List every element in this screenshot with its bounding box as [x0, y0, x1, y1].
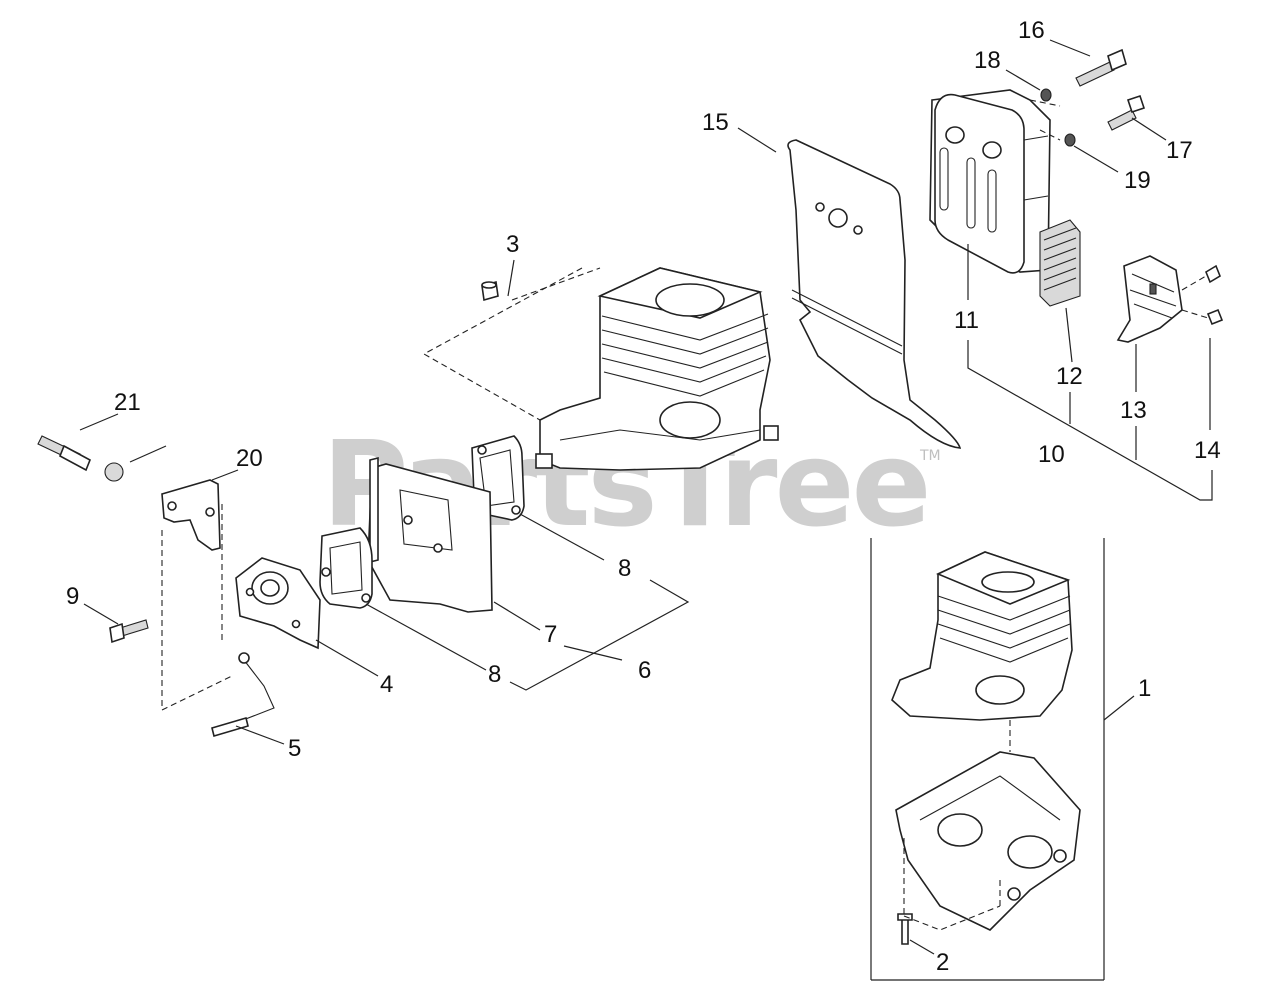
callout-labels: 16 18 17 19 15 3 11 12 13 10 14 21 20 9 … [66, 17, 1221, 976]
callout-12[interactable]: 12 [1056, 363, 1083, 390]
nut-21-part[interactable] [104, 462, 124, 482]
heat-shield-part[interactable] [787, 139, 962, 449]
bolt-16-part[interactable] [1075, 48, 1127, 87]
intake-manifold-part[interactable] [235, 557, 321, 650]
muffler-cover-part[interactable] [1116, 255, 1183, 343]
callout-7[interactable]: 7 [544, 621, 557, 648]
callout-8-lower[interactable]: 8 [488, 661, 501, 688]
callout-11[interactable]: 11 [954, 307, 979, 334]
callout-6[interactable]: 6 [638, 657, 651, 684]
crankcase-screw-part[interactable] [897, 913, 913, 945]
insulator-plate-part[interactable] [367, 456, 493, 613]
cylinder-assembly-part[interactable] [535, 267, 779, 471]
callout-18-lower[interactable]: 19 [1124, 167, 1151, 194]
leader-lines [79, 39, 1213, 955]
callout-8-upper[interactable]: 8 [618, 555, 631, 582]
assembly-dashed-lines [161, 99, 1209, 931]
bolt-17-part[interactable] [1107, 94, 1146, 131]
cover-screws-part[interactable] [1205, 264, 1224, 326]
crankcase-part[interactable] [895, 751, 1081, 931]
callout-5[interactable]: 5 [288, 735, 301, 762]
callout-19[interactable]: 20 [236, 445, 263, 472]
callout-10[interactable]: 10 [1038, 441, 1065, 468]
callout-2[interactable]: 2 [936, 949, 949, 976]
short-block-inset-box [870, 538, 1105, 981]
gasket-lower-part[interactable] [319, 527, 373, 609]
callout-14[interactable]: 14 [1194, 437, 1221, 464]
callout-13[interactable]: 13 [1120, 397, 1147, 424]
callout-17[interactable]: 17 [1166, 137, 1193, 164]
dowel-pin-part[interactable] [481, 280, 499, 302]
callout-9[interactable]: 9 [66, 583, 79, 610]
bracket-part[interactable] [161, 479, 221, 551]
washer-18-lower-part[interactable] [1064, 133, 1076, 147]
callout-4[interactable]: 4 [380, 671, 393, 698]
bolt-20-part[interactable] [37, 435, 92, 472]
callout-1[interactable]: 1 [1138, 675, 1151, 702]
spark-screen-part[interactable] [1039, 219, 1081, 307]
short-block-cylinder-part[interactable] [891, 551, 1073, 721]
throttle-rod-part[interactable] [211, 652, 275, 738]
watermark-trademark: TM [919, 448, 941, 464]
muffler-part[interactable] [929, 89, 1051, 274]
washer-18-upper-part[interactable] [1040, 88, 1052, 102]
callout-20[interactable]: 21 [114, 389, 141, 416]
callout-15[interactable]: 15 [702, 109, 729, 136]
screw-9-part[interactable] [109, 619, 149, 644]
callout-16[interactable]: 16 [1018, 17, 1045, 44]
callout-3[interactable]: 3 [506, 231, 519, 258]
callout-18-upper[interactable]: 18 [974, 47, 1001, 74]
